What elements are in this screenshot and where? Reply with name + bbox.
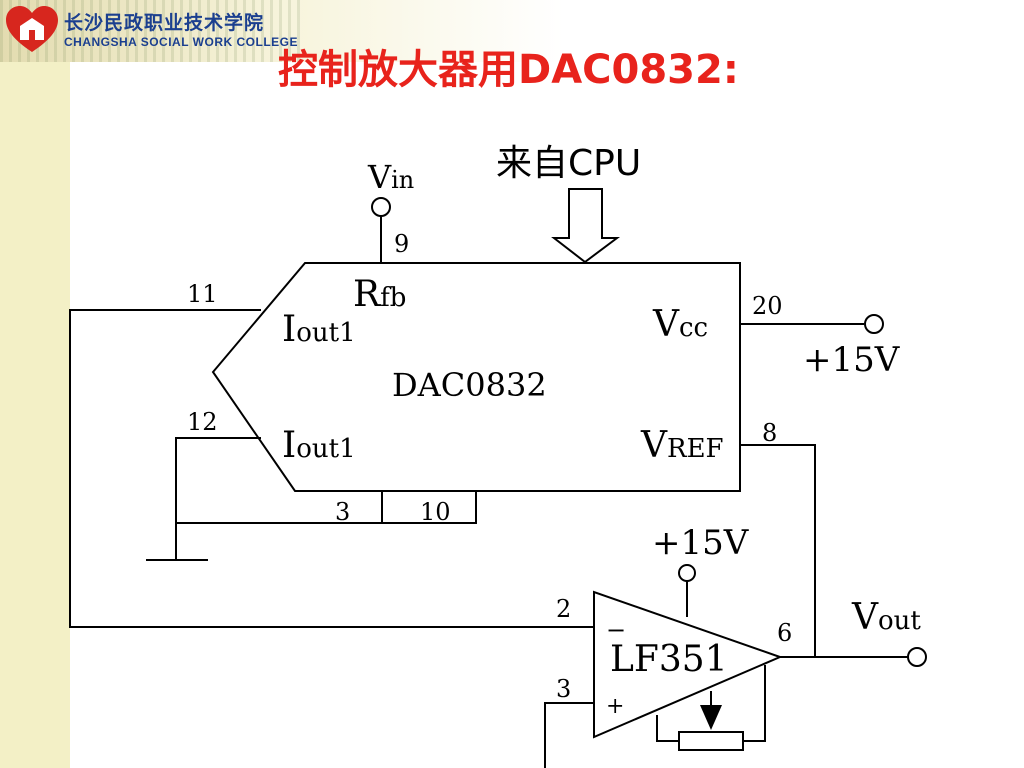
college-name-cn: 长沙民政职业技术学院 [64, 12, 265, 34]
label-rfb: Rfb [353, 274, 406, 315]
label-opamp-name: LF351 [610, 639, 728, 680]
wire-noninv-ground [544, 702, 594, 768]
vout-terminal [907, 647, 927, 667]
label-vref: VREF [640, 425, 724, 466]
opamp-supply-terminal [678, 564, 696, 582]
label-vout: Vout [851, 597, 921, 638]
opamp-body [593, 590, 783, 739]
pin-opamp-noninv: 3 [556, 675, 571, 703]
pin-vref: 8 [762, 419, 777, 447]
pin-opamp-inv: 2 [556, 595, 571, 623]
slide-title: 控制放大器用DAC0832: [278, 47, 739, 93]
label-from-cpu: 来自CPU [496, 143, 641, 184]
cpu-input-arrow [551, 188, 620, 264]
college-logo-icon [6, 6, 58, 52]
pin-vcc: 20 [752, 292, 783, 320]
pin-iout1-b: 12 [187, 408, 218, 436]
label-iout1-b: Iout1 [282, 425, 356, 466]
pin-gnd-b: 10 [420, 498, 451, 526]
college-name-en: CHANGSHA SOCIAL WORK COLLEGE [64, 35, 299, 49]
opamp-minus-sign: − [606, 616, 626, 644]
label-vcc: Vcc [652, 304, 708, 345]
pin-opamp-out: 6 [777, 619, 792, 647]
left-decor-band [0, 62, 70, 768]
label-vcc-supply: +15V [803, 340, 901, 380]
label-iout1-a: Iout1 [282, 309, 356, 350]
opamp-plus-sign: + [606, 694, 624, 719]
potentiometer-wiper-icon [700, 705, 722, 730]
pin-iout1-a: 11 [187, 280, 218, 308]
label-vin: Vin [367, 158, 414, 196]
vin-terminal [371, 197, 391, 217]
label-dac-name: DAC0832 [392, 366, 547, 404]
vcc-terminal [864, 314, 884, 334]
pin-gnd-a: 3 [335, 498, 350, 526]
dac-chip-body [211, 262, 741, 492]
potentiometer [678, 731, 744, 751]
pin-vin: 9 [394, 230, 409, 258]
wire-iout1-ground [175, 437, 261, 560]
label-opamp-supply: +15V [652, 523, 750, 563]
wire-vref-to-out [740, 444, 816, 657]
wire-iout1-to-inv [69, 309, 594, 628]
